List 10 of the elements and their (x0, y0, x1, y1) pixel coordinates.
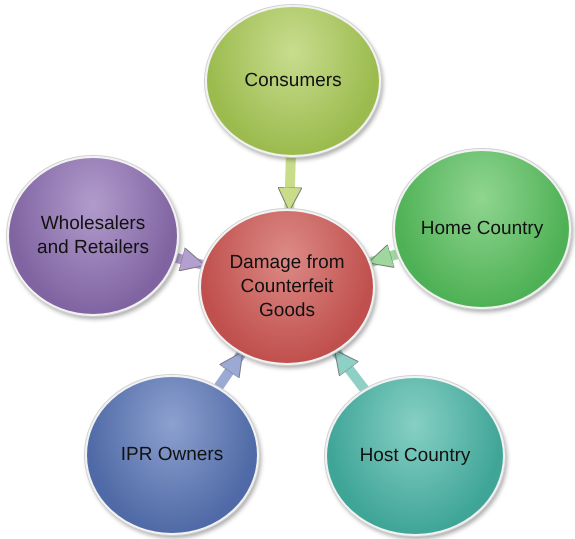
block-arrow (214, 350, 246, 390)
node-label: Damage from Counterfeit Goods (228, 250, 346, 324)
block-arrow (174, 247, 206, 272)
node-label: Consumers (243, 68, 343, 93)
node-label: IPR Owners (120, 442, 224, 467)
node-label: Wholesalers and Retailers (36, 212, 150, 260)
block-arrow (332, 348, 369, 393)
node-label: Host Country (358, 444, 472, 468)
node-label: Home Country (420, 216, 544, 241)
block-arrow (368, 244, 399, 268)
